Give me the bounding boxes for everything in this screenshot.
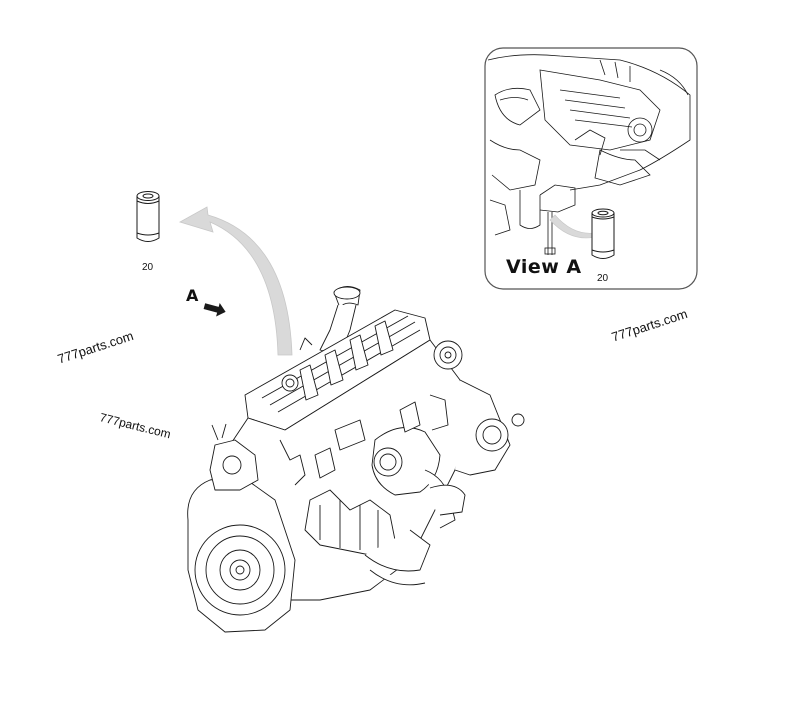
inset-oil-filter-icon: [591, 208, 615, 259]
removal-arrow: [178, 206, 293, 356]
view-marker-label: A: [186, 286, 199, 305]
engine-drawing: [187, 286, 525, 633]
oil-filter-icon: [136, 191, 160, 242]
filter-callout-number: 20: [142, 262, 154, 273]
view-a-label: View A: [506, 256, 582, 278]
view-a-engine-detail: [487, 54, 691, 255]
view-direction-arrow: [203, 303, 226, 317]
inset-filter-callout-number: 20: [597, 273, 609, 284]
view-a-inset-frame: [484, 47, 698, 290]
